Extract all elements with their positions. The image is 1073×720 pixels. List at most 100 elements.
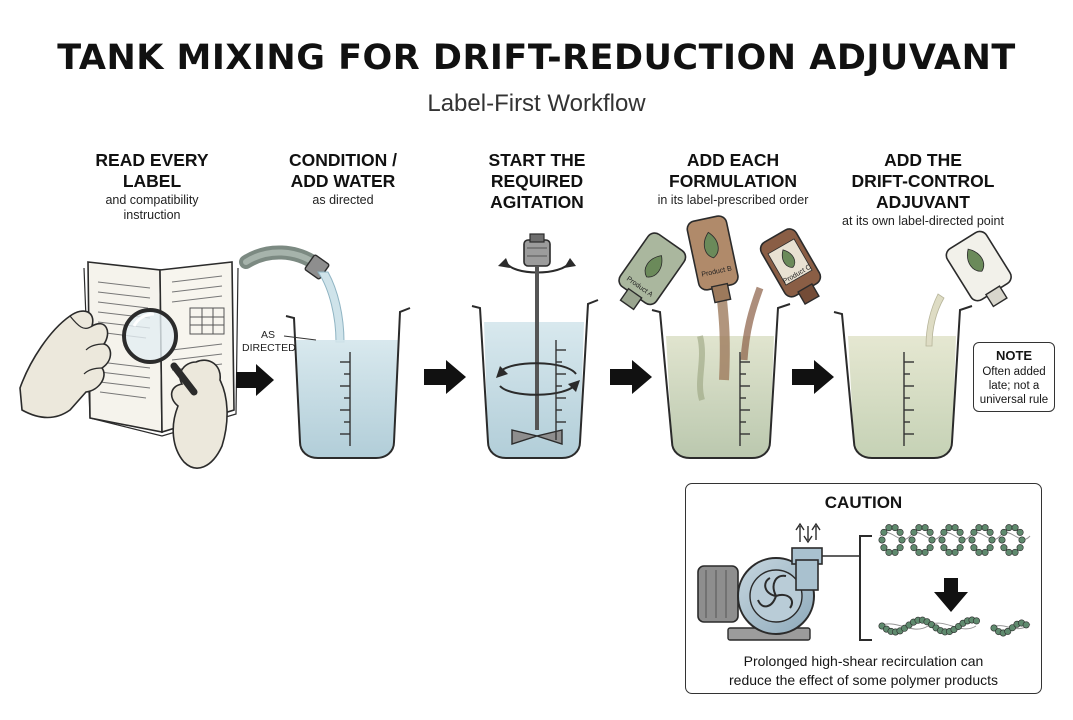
step-3-title: START THE REQUIRED AGITATION	[488, 150, 586, 212]
polymer-bead	[981, 524, 989, 532]
polymer-bead	[940, 544, 948, 552]
step-5-subtitle: at its own label-directed point	[842, 214, 1004, 228]
polymer-bead	[1008, 624, 1016, 632]
polymer-bead	[1016, 544, 1024, 552]
polymer-bead	[988, 536, 996, 544]
polymer-bead	[972, 617, 980, 625]
step-5-title: ADD THE DRIFT-CONTROL ADJUVANT	[851, 150, 995, 212]
leaf-icon	[967, 248, 985, 272]
arrow-down-icon	[934, 578, 968, 612]
polymer-bead	[956, 528, 964, 536]
note-box: NOTE Often added late; not a universal r…	[973, 342, 1055, 412]
polymer-bead	[1011, 524, 1019, 532]
beaker-2	[285, 307, 411, 459]
arrow-right-icon	[610, 360, 652, 394]
polymer-bead	[970, 544, 978, 552]
agitator-blade	[511, 429, 563, 445]
magnifier-icon	[122, 308, 178, 364]
step-2-subtitle: as directed	[312, 193, 374, 207]
polymer-bead	[1022, 621, 1030, 629]
polymer-bead	[896, 528, 904, 536]
polymer-bead	[970, 528, 978, 536]
beaker-5	[833, 305, 973, 459]
polymer-bead	[1005, 548, 1013, 556]
polymer-bead	[986, 528, 994, 536]
step-1-title: READ EVERY LABEL	[95, 150, 209, 191]
polymer-bead	[908, 536, 916, 544]
polymer-bead	[940, 528, 948, 536]
step-1-subtitle: and compatibility instruction	[105, 193, 199, 222]
polymer-bead	[938, 536, 946, 544]
note-text: Often added late; not a universal rule	[979, 366, 1049, 406]
polymer-bead	[910, 544, 918, 552]
polymer-bead	[975, 548, 983, 556]
step-4-subtitle: in its label-prescribed order	[657, 193, 809, 207]
polymer-bead	[990, 624, 998, 632]
arrow-right-icon	[424, 360, 466, 394]
polymer-bead	[945, 548, 953, 556]
polymer-bead	[998, 536, 1006, 544]
formulation-beaker-illustration: Product A Product B Product C	[618, 215, 822, 459]
leaf-icon	[781, 249, 796, 268]
step-4-header: ADD EACH FORMULATION in its label-prescr…	[638, 150, 828, 208]
leaf-icon	[644, 255, 663, 278]
polymer-bead	[1018, 536, 1026, 544]
caution-text: Prolonged high-shear recirculation can r…	[729, 653, 998, 688]
polymer-bead	[1016, 528, 1024, 536]
polymer-bead	[958, 536, 966, 544]
bracket	[859, 535, 872, 641]
step-2-title: CONDITION / ADD WATER	[289, 150, 397, 191]
polymer-bead	[898, 536, 906, 544]
step-3-header: START THE REQUIRED AGITATION	[442, 150, 632, 213]
agitation-beaker-illustration	[471, 233, 599, 459]
polymer-bead	[928, 536, 936, 544]
polymer-bead	[915, 548, 923, 556]
impeller-icon	[757, 574, 794, 609]
polymer-bead	[926, 544, 934, 552]
adjuvant-bottle	[945, 230, 1012, 308]
bottle-product-c: Product C	[759, 228, 822, 306]
motor-icon	[523, 239, 551, 267]
flow-arrows-icon	[795, 522, 821, 544]
bottle-product-b: Product B	[686, 215, 739, 304]
polymer-bead	[1004, 627, 1012, 635]
adjuvant-beaker-illustration	[833, 230, 1012, 459]
bottle-product-a: Product A	[618, 232, 687, 311]
polymer-bead	[1000, 528, 1008, 536]
label-book-illustration	[19, 261, 239, 469]
beaker-3	[471, 299, 599, 459]
step-5-header: ADD THE DRIFT-CONTROL ADJUVANT at its ow…	[828, 150, 1018, 229]
flow-arrows	[236, 360, 834, 396]
polymer-bead	[1000, 544, 1008, 552]
caution-title: CAUTION	[824, 493, 903, 512]
note-title: NOTE	[995, 348, 1033, 363]
arrow-right-icon	[236, 364, 274, 396]
page-subtitle: Label-First Workflow	[427, 90, 646, 117]
polymer-bead	[910, 528, 918, 536]
polymer-bead	[880, 544, 888, 552]
polymer-bead	[891, 524, 899, 532]
beaker-4	[651, 303, 791, 459]
as-directed-label: AS DIRECTED	[242, 329, 296, 354]
step-4-title: ADD EACH FORMULATION	[669, 150, 797, 191]
polymer-bead	[885, 548, 893, 556]
polymer-bead	[956, 544, 964, 552]
adjuvant-stream	[925, 293, 945, 347]
magnifier-handle	[170, 362, 198, 396]
caution-box: CAUTION Prolonged high-shear recirculati…	[685, 483, 1042, 694]
arrow-right-icon	[792, 360, 834, 394]
pump-illustration	[697, 522, 872, 641]
polymer-bead	[968, 536, 976, 544]
right-glove	[170, 359, 228, 469]
polymer-bead	[921, 524, 929, 532]
polymer-bead	[951, 524, 959, 532]
polymer-bead	[986, 544, 994, 552]
leaf-icon	[703, 231, 719, 259]
step-2-header: CONDITION / ADD WATER as directed	[248, 150, 438, 208]
polymer-bead	[880, 528, 888, 536]
page-title: TANK MIXING FOR DRIFT-REDUCTION ADJUVANT	[57, 38, 1016, 78]
polymer-bead	[926, 528, 934, 536]
water-stream	[317, 271, 345, 343]
step-1-header: READ EVERY LABEL and compatibility instr…	[57, 150, 247, 223]
